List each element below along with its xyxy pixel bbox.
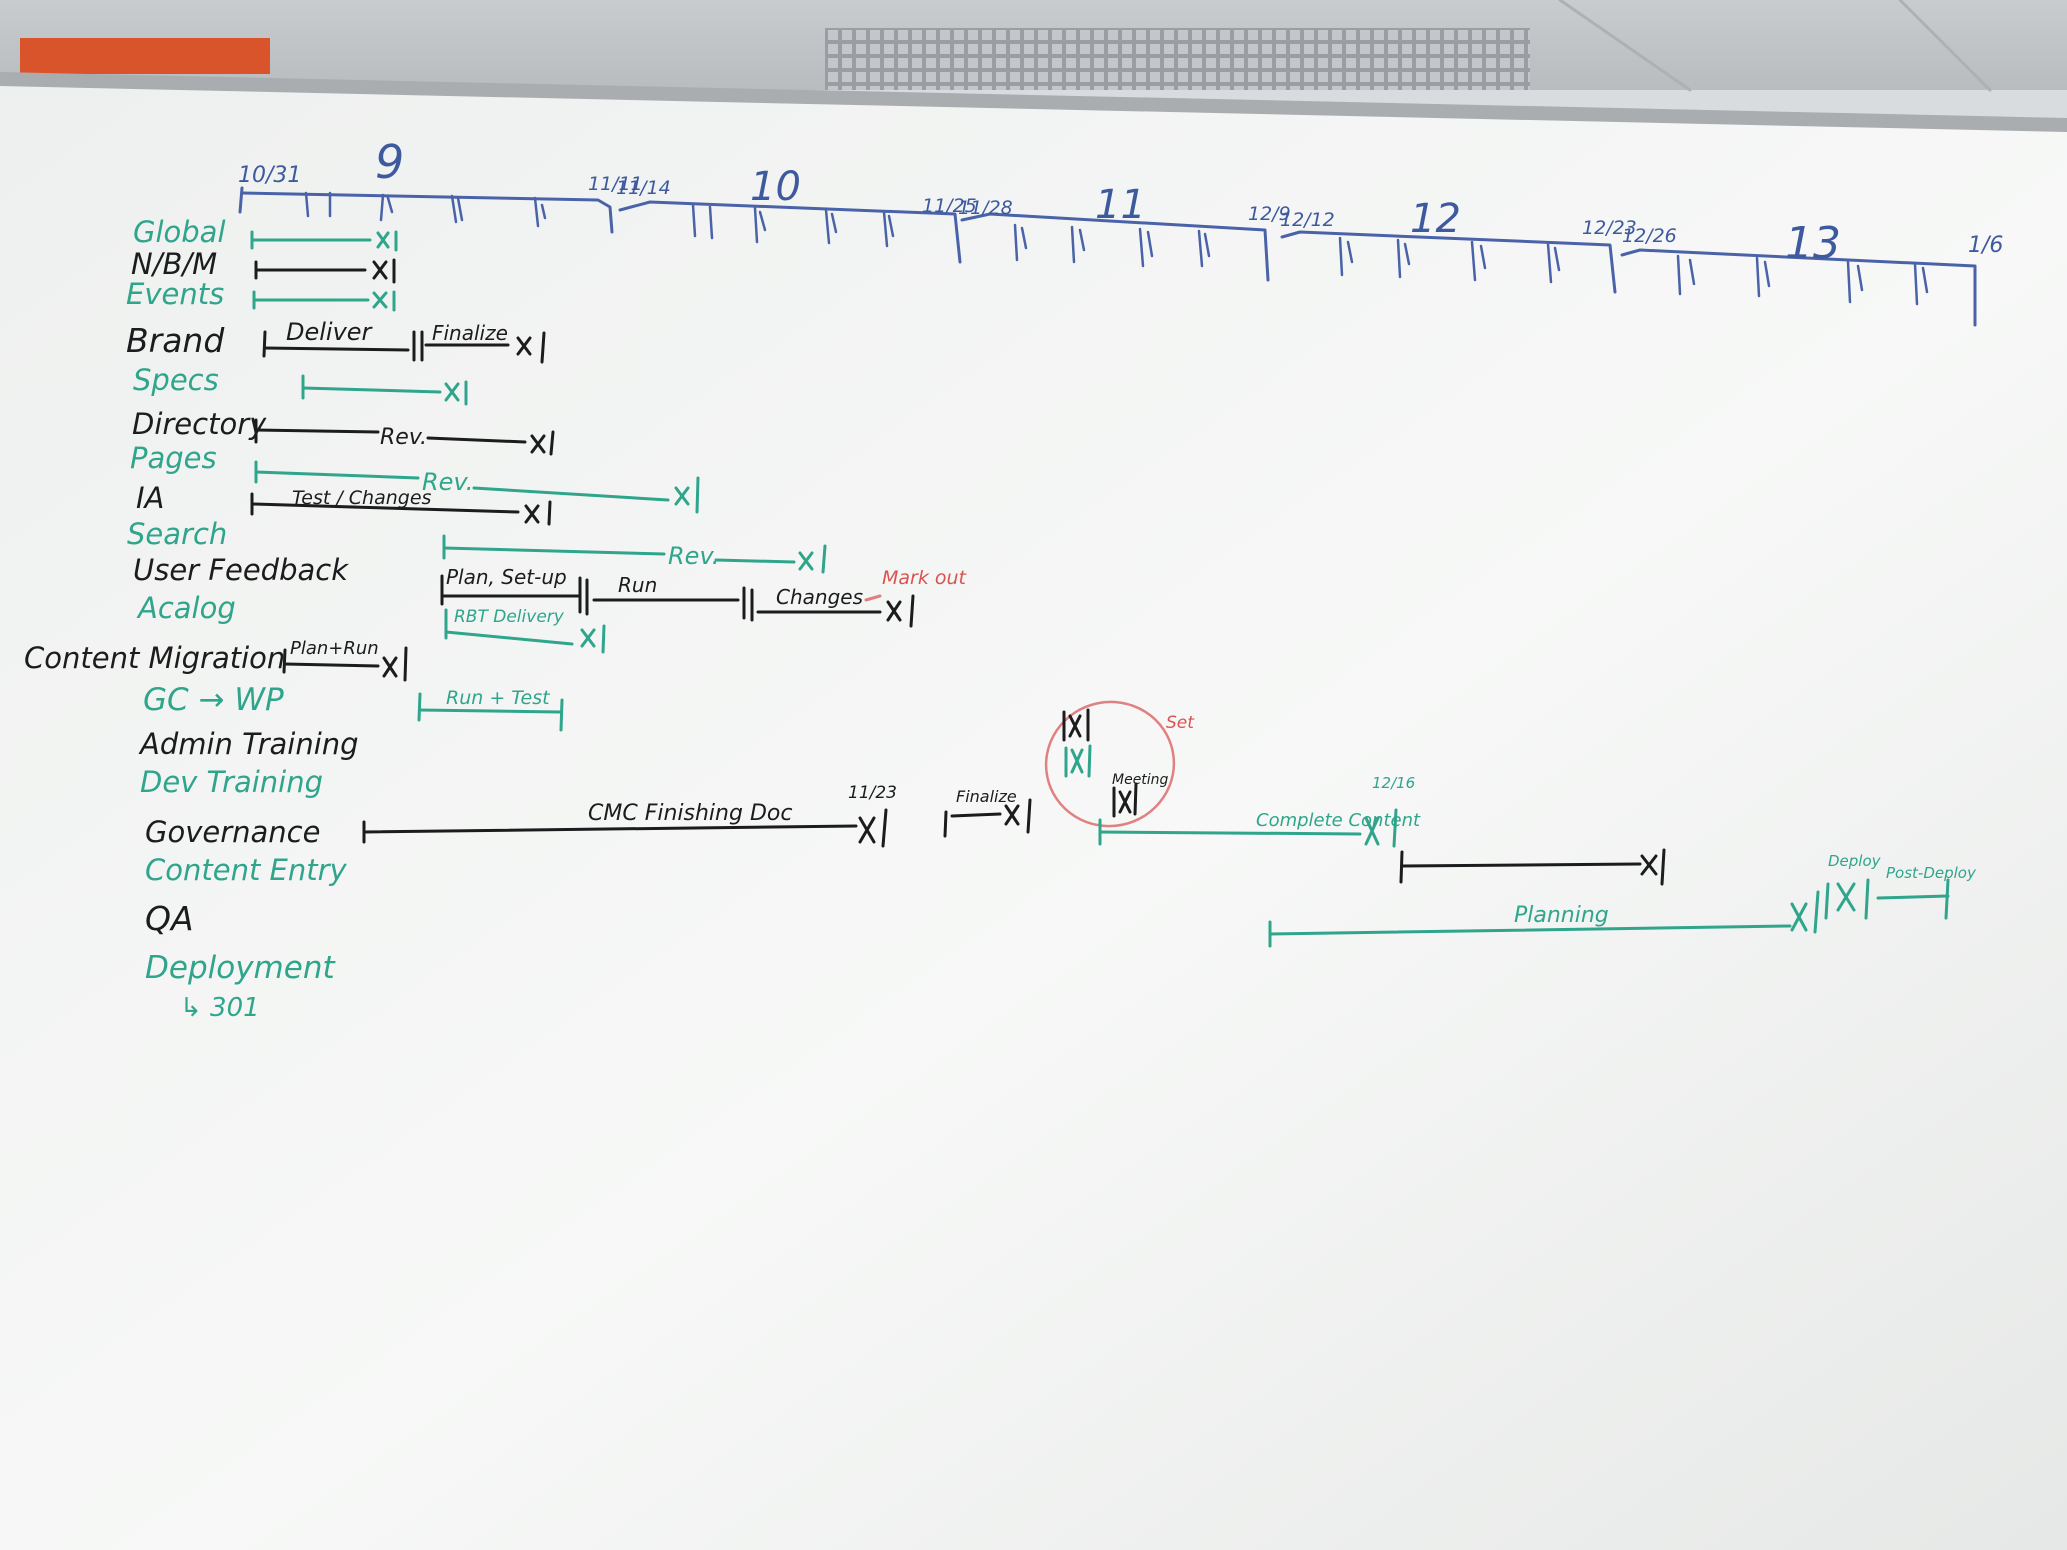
gc-run-test-label: Run + Test [446,687,551,709]
timeline-start-tick [238,186,244,214]
row-label-content-entry: Content Entry [145,853,348,887]
row-label-specs: Specs [133,363,219,397]
meeting-marks [1062,708,1138,818]
timeline-date: 10/31 [238,163,301,188]
timeline-date: 12/23 [1582,217,1637,239]
week-number: 10 [750,164,801,210]
row-label-events: Events [126,277,224,311]
row-label-nbm: N/B/M [131,247,217,281]
search-rev-label: Rev. [668,542,719,570]
row-label-content-migration: Content Migration [24,641,285,675]
timeline-segment [618,200,962,264]
timeline [238,186,1977,327]
uf-plan-label: Plan, Set-up [446,565,567,589]
row-label-dev-training: Dev Training [140,765,323,799]
timeline-date: 1/6 [1968,233,2003,258]
bar-pages [254,460,700,514]
uf-mark-out-label: Mark out [882,567,968,589]
ce-date-label: 12/16 [1372,774,1415,792]
timeline-segment [1280,230,1617,294]
week-number: 9 [375,135,404,189]
gantt-bars [250,230,1950,948]
bar-nbm [254,258,396,284]
bar-content-entry [1098,808,1398,848]
ce-complete-label: Complete Content [1256,810,1421,831]
dep-planning-label: Planning [1514,903,1609,928]
brand-deliver-label: Deliver [286,318,374,346]
timeline-date: 11/28 [958,197,1013,219]
row-label-brand: Brand [126,321,225,360]
gov-cmc-label: CMC Finishing Doc [588,801,792,826]
timeline-date: 12/9 [1248,203,1291,225]
bar-brand [262,330,546,364]
uf-changes-label: Changes [776,585,863,609]
ceiling-vent [825,28,1530,90]
set-note-label: Set [1166,713,1195,733]
bar-search [442,534,827,574]
orange-wall [20,38,270,74]
directory-rev-label: Rev. [380,425,427,450]
timeline-segment [1620,248,1977,327]
gov-date-label: 11/23 [848,783,897,803]
timeline-date: 11/25 [922,195,977,217]
row-label-governance: Governance [145,815,320,849]
row-labels: Global N/B/M Events Brand Specs Director… [24,215,359,1023]
meeting-circle [1044,700,1176,828]
bar-governance [362,798,1032,848]
row-label-301: ↳ 301 [180,993,260,1023]
timeline-segment [240,191,614,234]
ceiling-grid-line [1898,0,1992,92]
gov-finalize-label: Finalize [956,787,1017,806]
row-label-admin-training: Admin Training [138,727,359,761]
board-surface [0,86,2067,1550]
row-label-qa: QA [145,899,194,938]
pages-rev-label: Rev. [422,468,473,496]
mark-out-dash [864,594,882,602]
timeline-date: 12/26 [1622,225,1677,247]
row-label-deployment: Deployment [145,950,336,986]
bar-ia [250,492,552,526]
bar-deployment [1268,878,1950,948]
meeting-green-marks [1064,744,1092,778]
bar-directory [254,418,555,456]
row-label-user-feedback: User Feedback [133,553,349,587]
dep-post-label: Post-Deploy [1886,864,1977,882]
row-label-gc-wp: GC → WP [143,682,284,718]
bar-gc-wp [417,692,564,732]
dep-deploy-label: Deploy [1828,852,1882,870]
row-label-ia: IA [136,481,164,515]
row-label-acalog: Acalog [136,591,236,625]
acalog-rbt-label: RBT Delivery [454,607,565,627]
week-number: 11 [1095,182,1146,228]
meeting-label: Meeting [1112,772,1169,788]
timeline-segment [960,212,1270,282]
bar-events [252,290,396,312]
bar-content-migration [282,646,408,682]
bar-global [250,230,398,252]
timeline-date: 11/11 [588,173,643,195]
bar-user-feedback [440,574,915,628]
cm-plan-run-label: Plan+Run [290,638,379,659]
timeline-text: 9 10 11 12 13 10/31 11/11 11/14 11/25 11… [238,135,2003,269]
row-label-directory: Directory [132,407,267,441]
week-number: 13 [1785,218,1841,269]
timeline-date: 11/14 [616,177,671,199]
brand-finalize-label: Finalize [432,321,508,345]
bar-acalog [444,608,606,654]
uf-run-label: Run [618,573,657,597]
ceiling-grid-line [1558,0,1692,92]
row-label-global: Global [133,215,226,249]
timeline-date: 12/12 [1280,209,1335,231]
row-label-search: Search [127,517,227,551]
row-label-pages: Pages [130,441,217,475]
bar-annotations: Deliver Finalize Rev. Rev. Test / Change… [286,318,1977,928]
bar-specs [301,374,468,406]
bar-qa [1399,848,1666,886]
timeline-ticks [304,191,1929,306]
ia-test-label: Test / Changes [292,487,432,509]
week-number: 12 [1410,196,1461,242]
